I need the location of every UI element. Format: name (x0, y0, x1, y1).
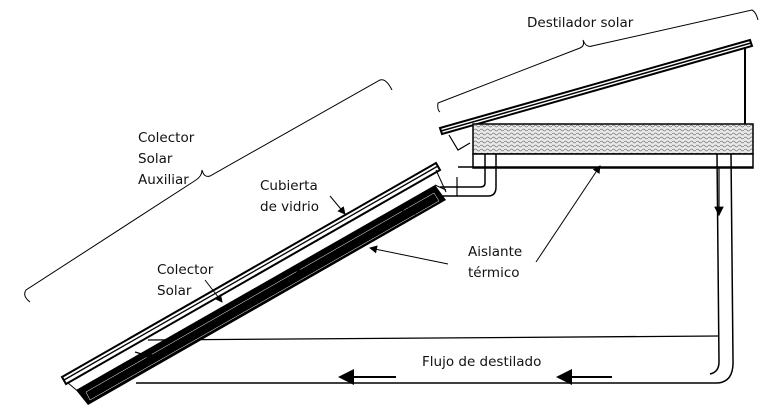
leader-collector (204, 279, 223, 303)
label-glass-line-2: de vidrio (260, 199, 320, 215)
outlet-pipe (709, 153, 720, 375)
still-glass-cover (438, 38, 754, 136)
flow-line-upper (147, 335, 720, 341)
collector-glass-cover (60, 161, 442, 386)
label-insulation: Aislante térmico (468, 242, 522, 284)
still-base (472, 153, 754, 169)
label-glass-line-1: Cubierta (260, 178, 318, 194)
label-aux-line-1: Colector (138, 130, 195, 146)
label-glass-cover: Cubierta de vidrio (260, 176, 319, 218)
solar-collector (76, 185, 446, 405)
label-insulation-line-2: térmico (468, 265, 520, 281)
still-lip (448, 134, 471, 151)
label-flow: Flujo de destilado (422, 354, 542, 370)
leader-insulation-2 (535, 165, 601, 263)
still-brace (437, 9, 759, 113)
label-insulation-line-1: Aislante (468, 244, 523, 260)
label-collector: Colector Solar (157, 260, 213, 302)
label-aux-collector: Colector Solar Auxiliar (138, 128, 194, 191)
leader-glass-cover (329, 195, 346, 215)
label-collector-line-2: Solar (157, 283, 192, 299)
water-basin (472, 123, 754, 155)
label-aux-line-3: Auxiliar (138, 172, 189, 188)
label-still: Destilador solar (527, 15, 634, 31)
inlet-pipe (440, 154, 486, 188)
leader-insulation-1 (369, 245, 449, 265)
aux-collector-brace (24, 79, 393, 303)
label-collector-line-1: Colector (157, 262, 214, 278)
label-aux-line-2: Solar (138, 151, 173, 167)
